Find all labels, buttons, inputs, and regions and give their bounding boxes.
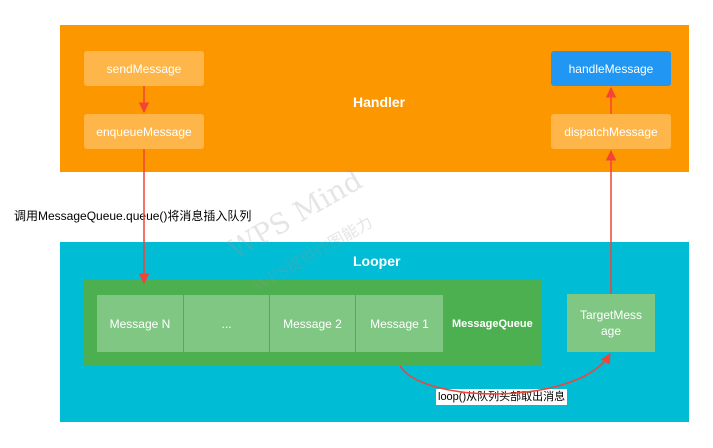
handle-message-node: handleMessage [551, 51, 671, 86]
message-cell-n: Message N [97, 295, 183, 352]
target-message-line1: TargetMess [579, 308, 643, 322]
dispatch-message-node: dispatchMessage [551, 114, 671, 149]
arrow-loop-curve [399, 353, 611, 395]
handler-title: Handler [353, 94, 406, 110]
enqueue-message-node: enqueueMessage [84, 114, 204, 149]
message-cell-1: Message 1 [356, 295, 443, 352]
message-cell-ellipsis: ... [184, 295, 269, 352]
looper-title: Looper [353, 253, 401, 269]
target-message-line2: age [600, 324, 622, 338]
send-message-node: sendMessage [84, 51, 204, 86]
message-cell-2: Message 2 [270, 295, 355, 352]
target-message-node: TargetMess age [567, 294, 655, 352]
enqueue-annotation: 调用MessageQueue.queue()将消息插入队列 [14, 209, 252, 223]
message-queue-label: MessageQueue [452, 318, 533, 330]
